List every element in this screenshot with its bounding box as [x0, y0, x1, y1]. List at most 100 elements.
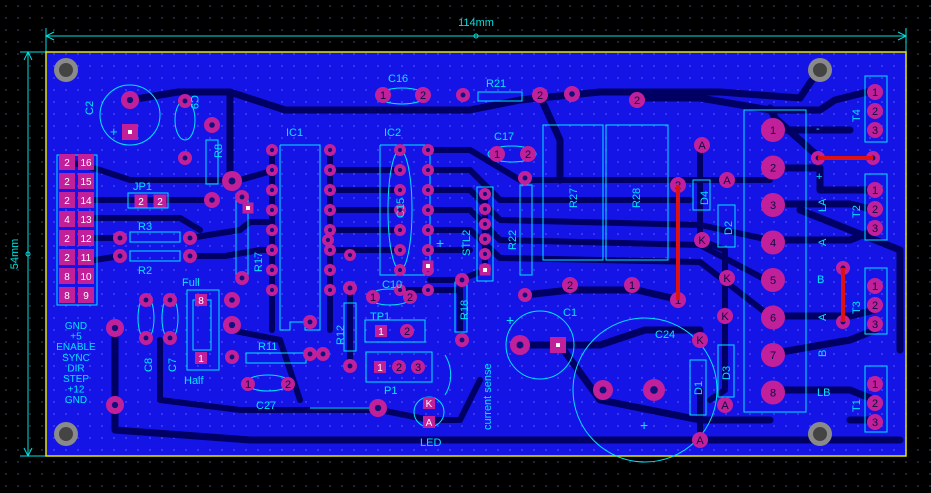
c16-pad-2	[415, 87, 431, 103]
pad-hole	[320, 351, 326, 357]
pad-hole	[459, 337, 465, 343]
pad-hole	[229, 297, 235, 303]
pad-hole	[269, 227, 275, 233]
tp1-pin-1	[375, 325, 387, 337]
pad-hole	[126, 96, 134, 104]
pad-hole	[599, 386, 607, 394]
pad-hole	[269, 147, 275, 153]
dimension-marker	[25, 251, 31, 257]
pad-hole	[347, 285, 353, 291]
pad-hole	[374, 404, 382, 412]
pad-hole	[397, 187, 403, 193]
connector-pin	[867, 103, 883, 119]
r28-label: R28	[631, 188, 643, 208]
c16-label: C16	[388, 73, 408, 85]
pad-hole	[327, 207, 333, 213]
pad-number: 2	[525, 149, 531, 161]
connector-pin	[867, 316, 883, 332]
mounting-hole-center	[813, 427, 827, 441]
terminal-pad	[761, 343, 785, 367]
header-pin	[78, 154, 94, 170]
pad-hole	[397, 247, 403, 253]
stl2-label: STL2	[461, 230, 473, 256]
pad-hole	[307, 319, 313, 325]
t3-label: T3	[851, 301, 863, 314]
header-pin	[59, 268, 75, 284]
pad-number: 1	[872, 87, 878, 99]
header-pin	[78, 249, 94, 265]
pad-hole	[425, 147, 431, 153]
jp1-outline	[127, 192, 169, 209]
pad-number: 3	[872, 223, 878, 235]
dimension-width	[44, 28, 908, 52]
current-sense-arc	[444, 354, 452, 396]
pad-hole	[269, 167, 275, 173]
pad-hole	[425, 187, 431, 193]
pad-number: 8	[198, 296, 204, 307]
switch-pad-1	[195, 352, 207, 364]
pad-hole	[128, 130, 132, 134]
pad-number: 2	[138, 197, 144, 208]
pads-layer: 1221222121216215214413212211810892281121…	[54, 58, 883, 448]
r28-pad-top	[629, 92, 645, 108]
pad-number: 2	[64, 158, 70, 169]
p1-pin-1	[374, 361, 386, 373]
jp1-pin-1	[134, 194, 148, 208]
pad-number: 2	[64, 234, 70, 245]
signal-label: GND	[65, 395, 87, 406]
connector-pin	[867, 220, 883, 236]
pad-hole	[482, 236, 488, 242]
term-b-label: B	[817, 274, 824, 286]
signal-label: DIR	[67, 363, 84, 374]
terminal-pad	[761, 380, 785, 405]
pad-number: 2	[64, 177, 70, 188]
trace-top	[126, 76, 816, 114]
pad-hole	[556, 343, 560, 347]
trace-ic2-2	[427, 167, 693, 203]
pad-hole	[246, 206, 250, 210]
board-outline	[45, 51, 907, 457]
c24-outline	[572, 317, 718, 463]
pad-number: 1	[198, 354, 204, 365]
switch-half-label: Half	[184, 375, 205, 387]
stl2-plus-label: +	[436, 235, 444, 251]
pad-hole	[327, 167, 333, 173]
pad-hole	[347, 252, 353, 258]
header-pin	[59, 154, 75, 170]
pad-number: 2	[64, 196, 70, 207]
r3-outline	[129, 231, 181, 243]
pad-hole	[482, 206, 488, 212]
d3-pad-k	[717, 308, 733, 324]
trace-ic2-1	[427, 147, 773, 183]
mounting-hole-center	[813, 63, 827, 77]
connector-pin	[867, 201, 883, 217]
t1-outline	[864, 365, 888, 433]
pad-number: 3	[872, 319, 878, 331]
connector-pin	[867, 122, 883, 138]
pad-hole	[516, 341, 524, 349]
led-pad-k	[423, 397, 435, 409]
pad-hole	[425, 167, 431, 173]
jp1-label: JP1	[133, 181, 152, 193]
r12-outline	[343, 302, 357, 352]
d3-label: D3	[721, 366, 733, 380]
pad-hole	[569, 91, 575, 97]
pad-hole	[425, 207, 431, 213]
pad-hole	[228, 177, 236, 185]
c2-outline	[99, 84, 161, 146]
tp1-outline	[364, 319, 426, 343]
terminal-pad	[761, 118, 785, 142]
d2-pad-a	[719, 172, 735, 188]
terminal-block-outline	[743, 109, 807, 413]
t3-outline	[864, 267, 888, 335]
pad-hole	[425, 227, 431, 233]
pad-number: K	[721, 311, 729, 323]
c16-pad-1	[375, 87, 391, 103]
c9-label: C9	[188, 95, 200, 109]
pad-hole	[327, 267, 333, 273]
pad-number: 1	[872, 281, 878, 293]
d4-pad-a	[694, 137, 710, 153]
pad-number: 2	[537, 90, 543, 102]
t2-label: T2	[851, 205, 863, 218]
pad-hole	[117, 253, 123, 259]
